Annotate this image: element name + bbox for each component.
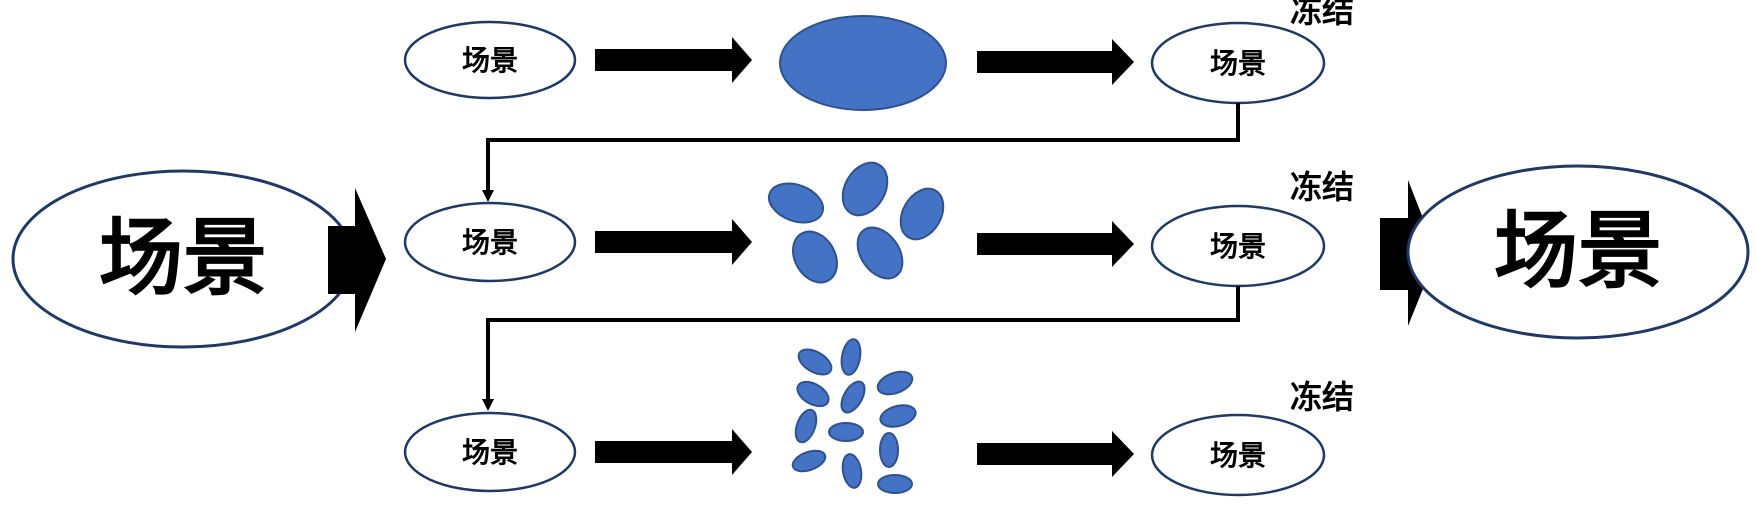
row-3-end-node: 场景 <box>1150 413 1326 497</box>
row-1-start-label: 场景 <box>462 44 518 77</box>
row-2-start-label: 场景 <box>462 226 518 259</box>
right-scene-node: 场景 <box>1406 164 1750 340</box>
row-2: 场景 场景 冻结 <box>403 161 1354 288</box>
row-1-start-node: 场景 <box>403 20 577 100</box>
row-3-start-node: 场景 <box>403 411 577 493</box>
row-2-fragments <box>767 161 945 284</box>
row-3-start-label: 场景 <box>462 436 518 469</box>
row-2-start-node: 场景 <box>403 201 577 283</box>
row-1-arrow-in <box>595 37 752 83</box>
left-scene-node: 场景 <box>11 169 355 349</box>
right-scene-label: 场景 <box>1494 202 1662 300</box>
row-1-arrow-out <box>977 39 1134 85</box>
row-3: 场景 场景 冻结 <box>403 338 1354 497</box>
left-big-arrow <box>328 188 386 332</box>
row-1: 场景 场景 冻结 <box>403 0 1354 111</box>
left-scene-label: 场景 <box>99 209 267 307</box>
connector-1-to-2 <box>482 103 1240 202</box>
row-2-end-node: 场景 <box>1150 204 1326 288</box>
row-2-freeze-label: 冻结 <box>1290 168 1354 206</box>
row-3-freeze-label: 冻结 <box>1290 378 1354 416</box>
connector-2-to-3 <box>482 286 1240 411</box>
row-2-arrow-out <box>977 221 1134 267</box>
row-1-end-node: 场景 <box>1150 21 1326 105</box>
row-2-end-label: 场景 <box>1210 230 1266 263</box>
row-3-arrow-in <box>595 429 752 475</box>
row-3-end-label: 场景 <box>1210 439 1266 472</box>
row-1-freeze-label: 冻结 <box>1290 0 1354 30</box>
row-3-fragments <box>791 338 917 494</box>
row-1-end-label: 场景 <box>1210 47 1266 80</box>
row-2-arrow-in <box>595 219 752 265</box>
row-3-arrow-out <box>977 431 1134 477</box>
row-1-fragments <box>779 15 947 111</box>
